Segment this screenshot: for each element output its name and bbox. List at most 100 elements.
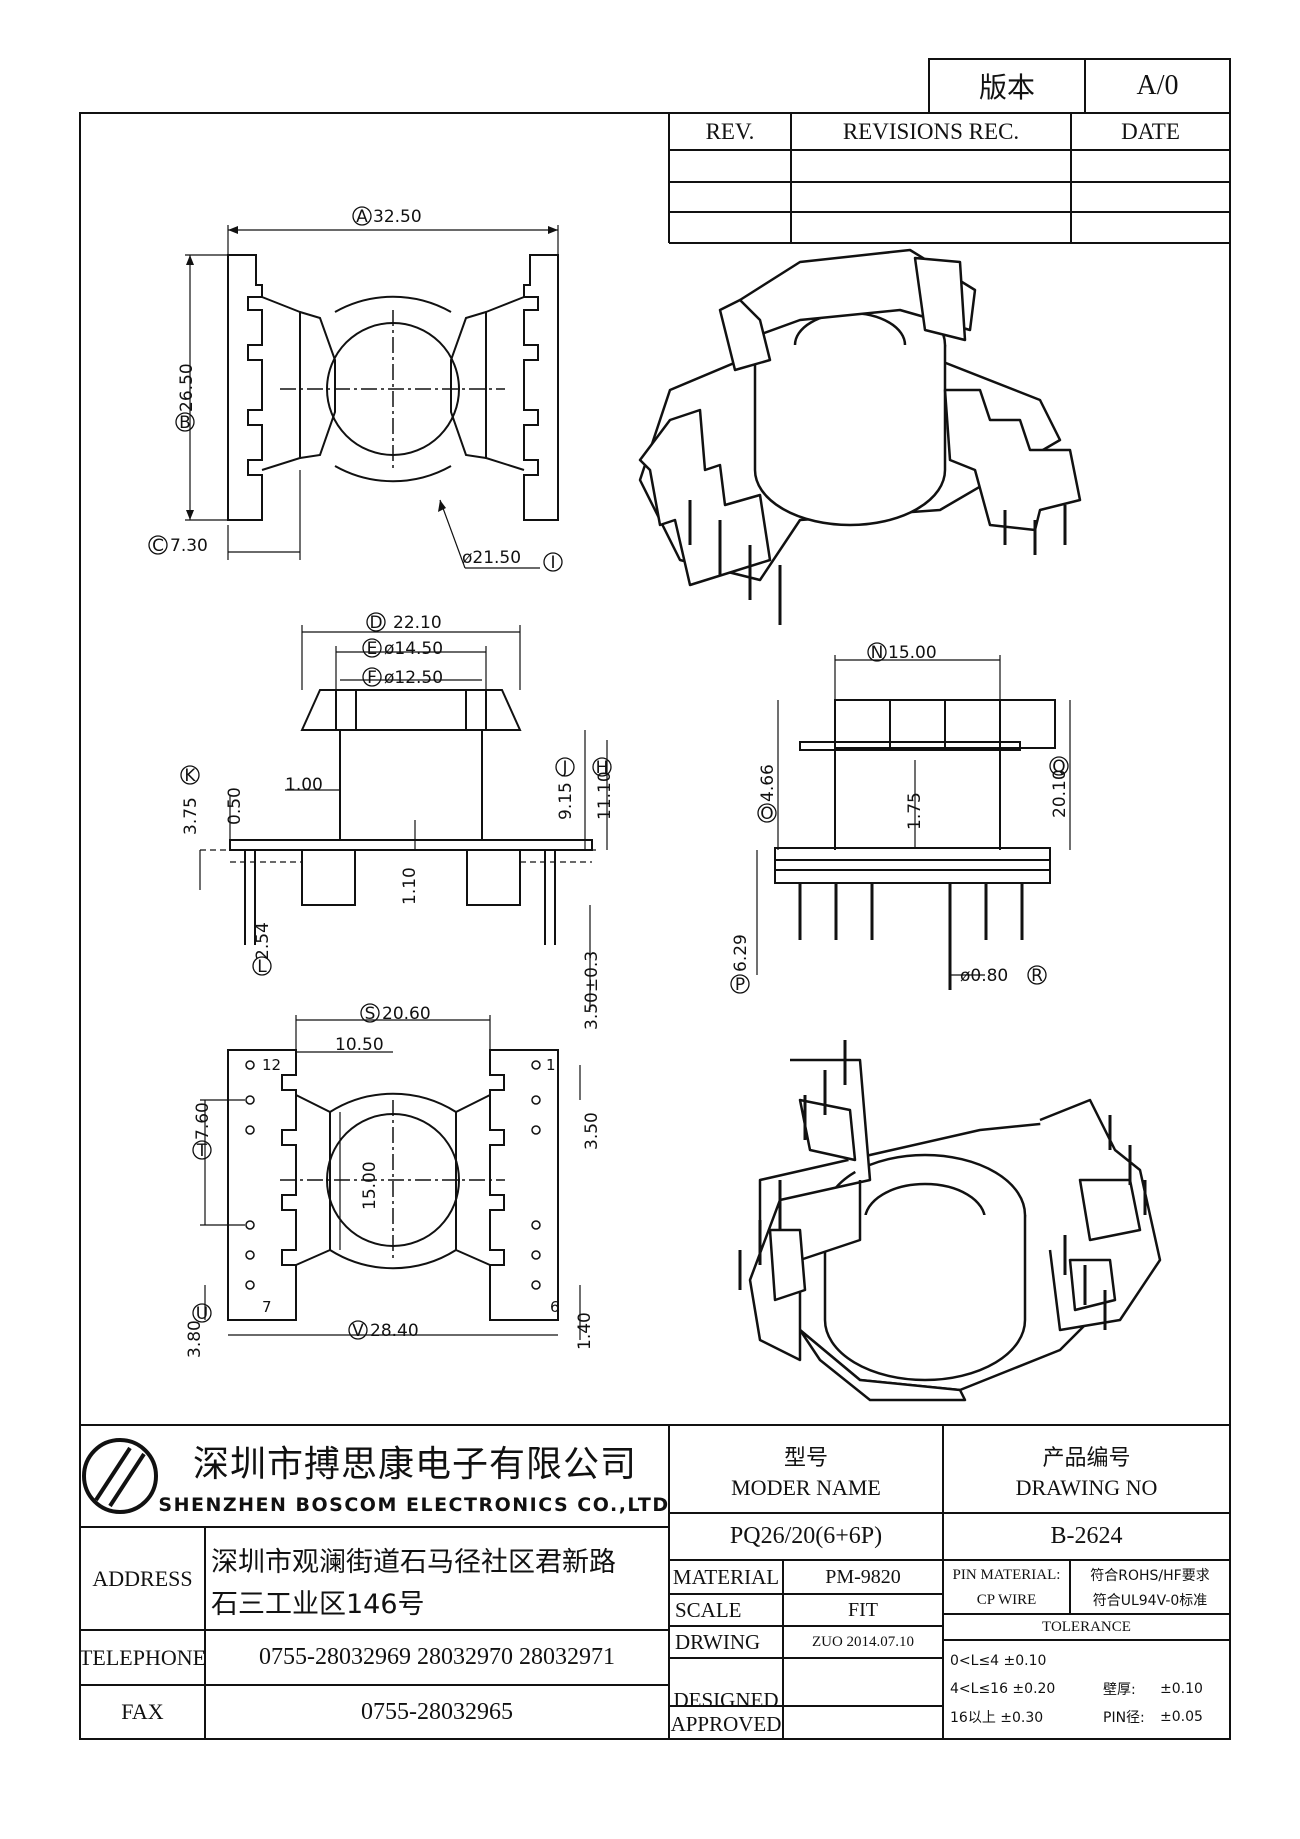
dim-100: 1.00 (285, 775, 323, 795)
dim-N-badge: N (871, 643, 884, 663)
version-label: 版本 (978, 73, 1035, 104)
tolerance-line3: 16以上 ±0.30 (950, 1710, 1044, 1726)
dim-P-badge: P (735, 975, 745, 995)
dim-T-badge: T (196, 1141, 208, 1161)
dim-P-value: 6.29 (731, 934, 751, 972)
dim-V-value: 28.40 (370, 1321, 419, 1341)
revisions-rev-header: REV. (705, 118, 755, 144)
scale-label: SCALE (675, 1597, 742, 1622)
address-line2: 石三工业区146号 (211, 1588, 425, 1620)
pin-12-label: 12 (262, 1056, 281, 1074)
dim-J-value: 9.15 (556, 782, 576, 820)
address-line1: 深圳市观澜街道石马径社区君新路 (211, 1546, 616, 1578)
model-name-value: PQ26/20(6+6P) (729, 1523, 883, 1549)
fax-value: 0755-28032965 (361, 1698, 513, 1725)
dim-O-badge: O (760, 804, 773, 824)
dim-U-value: 3.80 (185, 1320, 205, 1358)
pin-7-label: 7 (262, 1298, 272, 1316)
dim-1500: 15.00 (360, 1161, 380, 1210)
telephone-label: TELEPHONE (78, 1644, 207, 1670)
dim-I-badge: I (550, 553, 555, 573)
dim-B-badge: B (179, 413, 191, 433)
dim-H-badge: H (596, 758, 609, 778)
drawing-no-value: B-2624 (1050, 1523, 1123, 1549)
dim-350b: 3.50 (582, 1112, 602, 1150)
dim-B-value: 26.50 (177, 363, 197, 412)
dim-O-value: 4.66 (758, 764, 778, 802)
dim-R-badge: R (1031, 966, 1043, 986)
material-value: PM-9820 (825, 1565, 901, 1588)
wall-thickness-label: 壁厚: (1103, 1682, 1136, 1698)
dim-140: 1.40 (575, 1312, 595, 1350)
company-logo (82, 1438, 158, 1514)
scale-value: FIT (848, 1598, 878, 1621)
drwing-label: DRWING (675, 1629, 761, 1654)
dim-T-value: 7.60 (193, 1102, 213, 1140)
address-label: ADDRESS (92, 1565, 193, 1591)
dim-F-badge: F (367, 668, 377, 688)
drawing-no-en: DRAWING NO (1015, 1475, 1158, 1500)
dim-050: 0.50 (225, 787, 245, 825)
pin-1-label: 1 (546, 1056, 556, 1074)
model-name-en: MODER NAME (731, 1475, 881, 1500)
dim-R-value: ø0.80 (960, 966, 1008, 986)
dim-C-badge: C (152, 536, 164, 556)
tolerance-line2: 4<L≤16 ±0.20 (950, 1681, 1056, 1697)
approved-label: APPROVED (670, 1712, 782, 1736)
company-name-cn: 深圳市搏思康电子有限公司 (192, 1444, 637, 1485)
dim-I-value: ø21.50 (462, 548, 521, 568)
cp-wire-value: 符合UL94V-0标准 (1092, 1593, 1208, 1609)
revisions-rec-header: REVISIONS REC. (842, 118, 1020, 144)
dim-E-value: ø14.50 (384, 639, 443, 659)
drwing-value: ZUO 2014.07.10 (811, 1633, 915, 1650)
dim-350-tol: 3.50±0.3 (582, 951, 602, 1030)
version-value: A/0 (1136, 70, 1179, 101)
pin-material-value: 符合ROHS/HF要求 (1090, 1568, 1210, 1584)
dim-K-value: 3.75 (181, 797, 201, 835)
model-name-cn: 型号 (783, 1446, 828, 1471)
dim-N-value: 15.00 (888, 643, 937, 663)
dim-H-value: 11.10 (595, 771, 615, 820)
dim-U-badge: U (196, 1304, 208, 1324)
dim-A-badge: A (356, 207, 368, 227)
pin-material-label: PIN MATERIAL: (952, 1566, 1061, 1583)
revisions-date-header: DATE (1121, 118, 1180, 144)
drawing-no-cn: 产品编号 (1042, 1446, 1131, 1471)
dim-J-badge: J (561, 758, 567, 778)
dim-175: 1.75 (905, 792, 925, 830)
dim-1050: 10.50 (335, 1035, 384, 1055)
dim-A-value: 32.50 (373, 207, 422, 227)
pin-diameter-value: ±0.05 (1160, 1709, 1203, 1725)
dim-D-value: 22.10 (393, 613, 442, 633)
dim-L-value: 2.54 (253, 922, 273, 960)
tolerance-line1: 0<L≤4 ±0.10 (950, 1653, 1047, 1669)
dim-L-badge: L (257, 957, 267, 977)
dim-K-badge: K (184, 766, 196, 786)
dim-S-badge: S (365, 1004, 376, 1024)
cp-wire-label: CP WIRE (976, 1591, 1037, 1608)
company-name-en: SHENZHEN BOSCOM ELECTRONICS CO.,LTD (158, 1494, 670, 1516)
tolerance-label: TOLERANCE (1042, 1618, 1131, 1635)
designed-label: DESIGNED (673, 1687, 779, 1712)
dim-Q-badge: Q (1052, 757, 1065, 777)
pin-diameter-label: PIN径: (1103, 1710, 1145, 1726)
dim-C-value: 7.30 (170, 536, 208, 556)
dim-E-badge: E (367, 639, 378, 659)
material-label: MATERIAL (672, 1564, 780, 1589)
telephone-value: 0755-28032969 28032970 28032971 (259, 1644, 615, 1670)
dim-110: 1.10 (400, 867, 420, 905)
wall-thickness-value: ±0.10 (1160, 1681, 1203, 1697)
dim-V-badge: V (352, 1321, 364, 1341)
fax-label: FAX (121, 1699, 164, 1724)
dim-S-value: 20.60 (382, 1004, 431, 1024)
pin-6-label: 6 (550, 1298, 560, 1316)
dim-D-badge: D (369, 613, 382, 633)
dim-Q-value: 20.10 (1050, 769, 1070, 818)
